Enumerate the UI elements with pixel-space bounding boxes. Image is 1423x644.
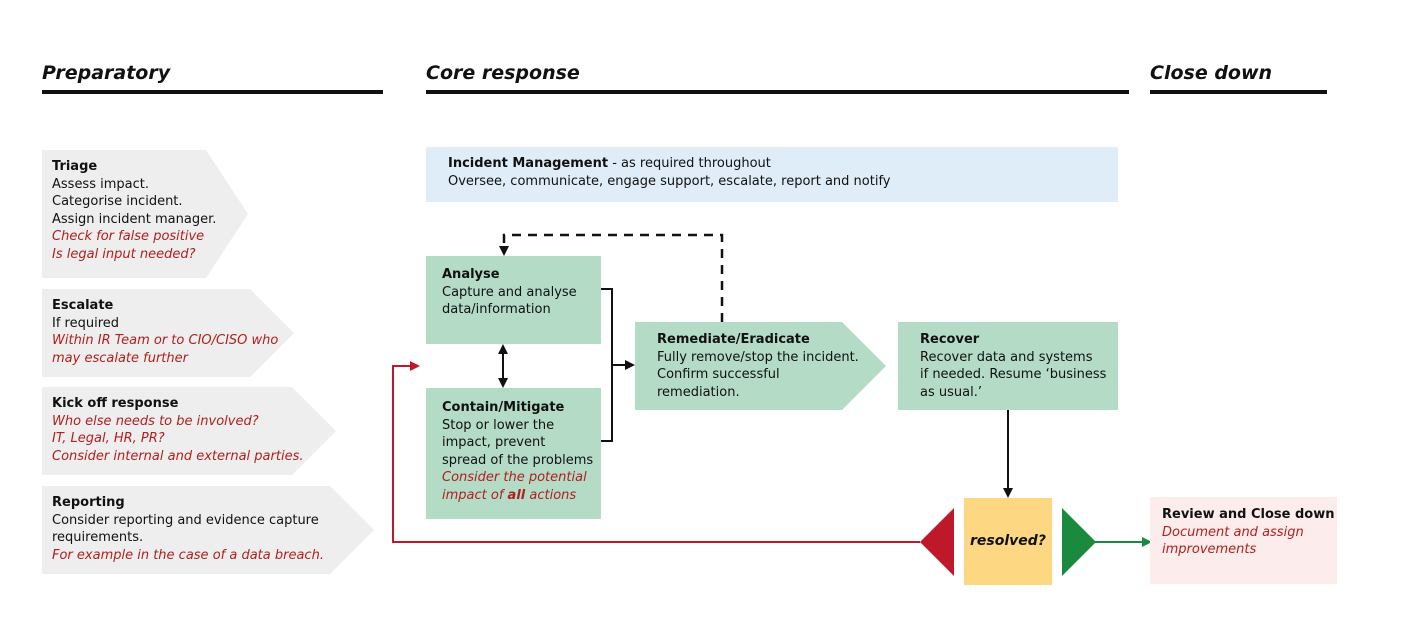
escalate-note-1: Within IR Team or to CIO/CISO who: [52, 333, 279, 348]
review-title: Review and Close down: [1162, 507, 1335, 522]
kickoff-chevron: Kick off response Who else needs to be i…: [42, 387, 336, 475]
triage-line-3: Assign incident manager.: [52, 211, 217, 227]
escalate-note-2: may escalate further: [52, 350, 188, 366]
contain-note-2: impact of all actions: [442, 487, 593, 505]
phase-title-close: Close down: [1150, 62, 1273, 84]
reporting-title: Reporting: [52, 495, 125, 510]
incident-management-suffix: - as required throughout: [608, 156, 771, 171]
contain-line-3: spread of the problems: [442, 452, 594, 468]
contain-line-1: Stop or lower the: [442, 417, 555, 433]
kickoff-note-3: Consider internal and external parties.: [52, 448, 304, 464]
analyse-line-1: Capture and analyse: [442, 284, 577, 300]
phase-rule-preparatory: [42, 90, 383, 94]
green-yes-triangle: [1062, 508, 1096, 576]
kickoff-text: Kick off response Who else needs to be i…: [52, 395, 303, 465]
decision-box: resolved?: [964, 498, 1052, 585]
triage-line-2: Categorise incident.: [52, 194, 183, 209]
recover-line-2: if needed. Resume ‘business: [920, 367, 1107, 382]
remediate-line-1: Fully remove/stop the incident.: [657, 349, 859, 365]
kickoff-title: Kick off response: [52, 396, 179, 411]
analyse-title: Analyse: [442, 267, 500, 282]
decision-label: resolved?: [970, 532, 1046, 549]
recover-title: Recover: [920, 332, 980, 347]
phase-rule-core: [426, 90, 1129, 94]
escalate-title: Escalate: [52, 298, 114, 313]
analyse-box: Analyse Capture and analyse data/informa…: [426, 256, 601, 344]
review-box: Review and Close down Document and assig…: [1150, 497, 1337, 584]
dashed-loop-arrow: [499, 233, 724, 322]
escalate-line-1: If required: [52, 315, 120, 331]
reporting-text: Reporting Consider reporting and evidenc…: [52, 494, 324, 564]
remediate-line-2: Confirm successful: [657, 367, 780, 382]
contain-note-2b: actions: [525, 487, 577, 503]
escalate-chevron-shape: [42, 289, 294, 377]
red-return-arrow: [392, 361, 920, 543]
triage-note-1: Check for false positive: [52, 229, 205, 244]
remediate-line-3: remediation.: [657, 384, 740, 400]
escalate-text: Escalate If required Within IR Team or t…: [52, 297, 278, 367]
contain-line-2: impact, prevent: [442, 435, 546, 450]
kickoff-note-2: IT, Legal, HR, PR?: [52, 431, 165, 446]
phase-rule-close: [1150, 90, 1327, 94]
review-note-1: Document and assign: [1162, 524, 1304, 540]
recover-line-1: Recover data and systems: [920, 349, 1093, 365]
contain-box: Contain/Mitigate Stop or lower the impac…: [426, 388, 601, 519]
triage-text: Triage Assess impact. Categorise inciden…: [52, 158, 216, 263]
remediate-chevron-shape: [635, 322, 886, 410]
contain-note-2-bold: all: [507, 487, 526, 503]
escalate-chevron: Escalate If required Within IR Team or t…: [42, 289, 294, 377]
kickoff-note-1: Who else needs to be involved?: [52, 413, 259, 429]
triage-note-2: Is legal input needed?: [52, 246, 196, 262]
triage-title: Triage: [52, 159, 98, 174]
incident-management-line: Oversee, communicate, engage support, es…: [448, 174, 891, 189]
triage-line-1: Assess impact.: [52, 176, 149, 192]
contain-note-1: Consider the potential: [442, 470, 587, 485]
remediate-chevron: Remediate/Eradicate Fully remove/stop th…: [635, 322, 886, 410]
analyse-line-2: data/information: [442, 302, 551, 317]
kickoff-chevron-shape: [42, 387, 336, 475]
reporting-chevron-shape: [42, 486, 374, 574]
remediate-title: Remediate/Eradicate: [657, 332, 810, 347]
phase-title-core: Core response: [426, 62, 580, 84]
triage-chevron-shape: [42, 150, 248, 278]
red-no-triangle: [920, 508, 954, 576]
bracket-connector: [601, 288, 613, 442]
contain-title: Contain/Mitigate: [442, 400, 565, 415]
reporting-line-1: Consider reporting and evidence capture: [52, 512, 319, 528]
reporting-chevron: Reporting Consider reporting and evidenc…: [42, 486, 374, 574]
recover-line-3: as usual.’: [920, 384, 982, 400]
remediate-text: Remediate/Eradicate Fully remove/stop th…: [657, 331, 859, 401]
phase-title-preparatory: Preparatory: [42, 62, 171, 84]
contain-note-2a: impact of: [442, 487, 508, 503]
incident-management-box: Incident Management - as required throug…: [426, 147, 1118, 202]
recover-box: Recover Recover data and systems if need…: [898, 322, 1118, 410]
triage-chevron: Triage Assess impact. Categorise inciden…: [42, 150, 248, 278]
incident-management-title: Incident Management: [448, 156, 609, 171]
reporting-note-1: For example in the case of a data breach…: [52, 547, 324, 563]
review-note-2: improvements: [1162, 542, 1257, 557]
reporting-line-2: requirements.: [52, 530, 144, 545]
